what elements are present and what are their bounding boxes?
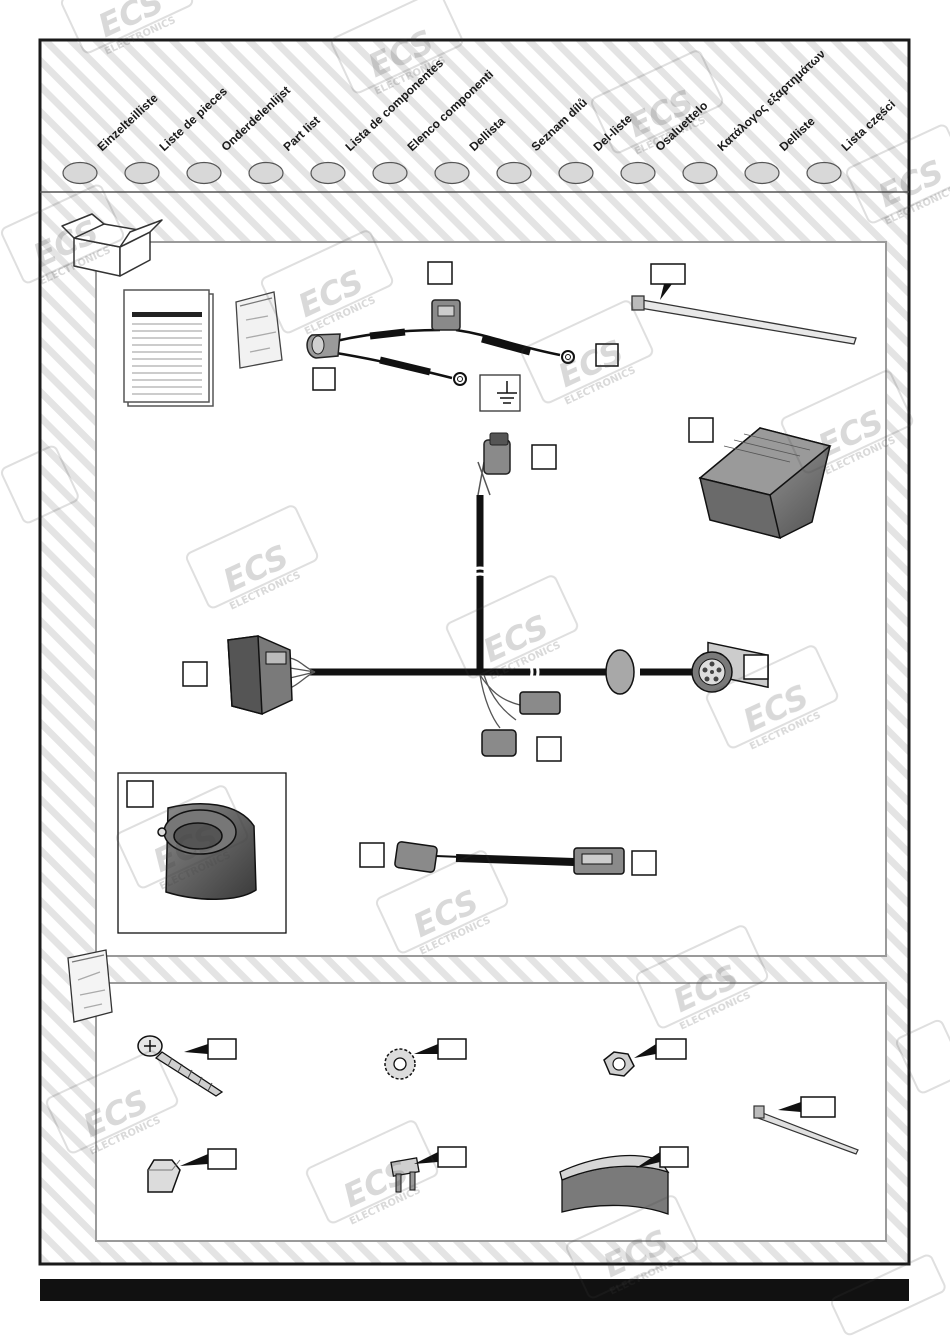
- item-box: [437, 1146, 467, 1168]
- hex-nut: [603, 1051, 635, 1077]
- footer-bar: [40, 1279, 909, 1301]
- small-parts-bag-icon: [235, 291, 283, 369]
- ground-symbol-icon: [479, 374, 521, 412]
- item-box: [655, 1038, 687, 1060]
- item-number-boxes: [126, 261, 836, 1170]
- language-oval-10[interactable]: [620, 161, 656, 185]
- language-oval-3[interactable]: [186, 161, 222, 185]
- language-oval-1[interactable]: [62, 161, 98, 185]
- item-box: [359, 842, 385, 868]
- accessories-panel: [95, 982, 887, 1242]
- item-pointers: [180, 284, 801, 1168]
- item-box: [312, 367, 336, 391]
- item-box: [207, 1148, 237, 1170]
- fused-ground-cable: [306, 299, 575, 386]
- language-oval-4[interactable]: [248, 161, 284, 185]
- cable-break-icon: [471, 566, 540, 681]
- cable-tie: [631, 295, 857, 345]
- control-module: [698, 427, 832, 689]
- language-oval-12[interactable]: [744, 161, 780, 185]
- main-harness: [227, 432, 733, 757]
- language-oval-8[interactable]: [496, 161, 532, 185]
- blade-fuse: [390, 1157, 420, 1193]
- item-box: [595, 343, 619, 367]
- instruction-sheet-icon: [123, 289, 214, 407]
- adapter-cable: [394, 841, 625, 875]
- language-oval-6[interactable]: [372, 161, 408, 185]
- item-box: [659, 1146, 689, 1168]
- language-oval-2[interactable]: [124, 161, 160, 185]
- item-box: [688, 417, 714, 443]
- item-box: [427, 261, 453, 285]
- language-oval-9[interactable]: [558, 161, 594, 185]
- item-box: [800, 1096, 836, 1118]
- end-cap: [147, 1159, 181, 1193]
- bag-icon: [67, 949, 113, 1023]
- item-box: [531, 444, 557, 470]
- item-box: [743, 654, 769, 680]
- language-checkbox-row: [62, 161, 842, 185]
- item-box: [631, 850, 657, 876]
- language-oval-11[interactable]: [682, 161, 718, 185]
- language-oval-7[interactable]: [434, 161, 470, 185]
- language-oval-5[interactable]: [310, 161, 346, 185]
- screw: [137, 1035, 224, 1097]
- item-box: [207, 1038, 237, 1060]
- small-cable-tie: [753, 1105, 859, 1155]
- item-box: [182, 661, 208, 687]
- item-box: [650, 263, 686, 285]
- language-oval-13[interactable]: [806, 161, 842, 185]
- item-box: [536, 736, 562, 762]
- trailer-socket: [157, 803, 257, 900]
- item-box: [437, 1038, 467, 1060]
- item-box: [126, 780, 154, 808]
- lock-washer: [384, 1048, 416, 1080]
- box-icon: [61, 213, 163, 277]
